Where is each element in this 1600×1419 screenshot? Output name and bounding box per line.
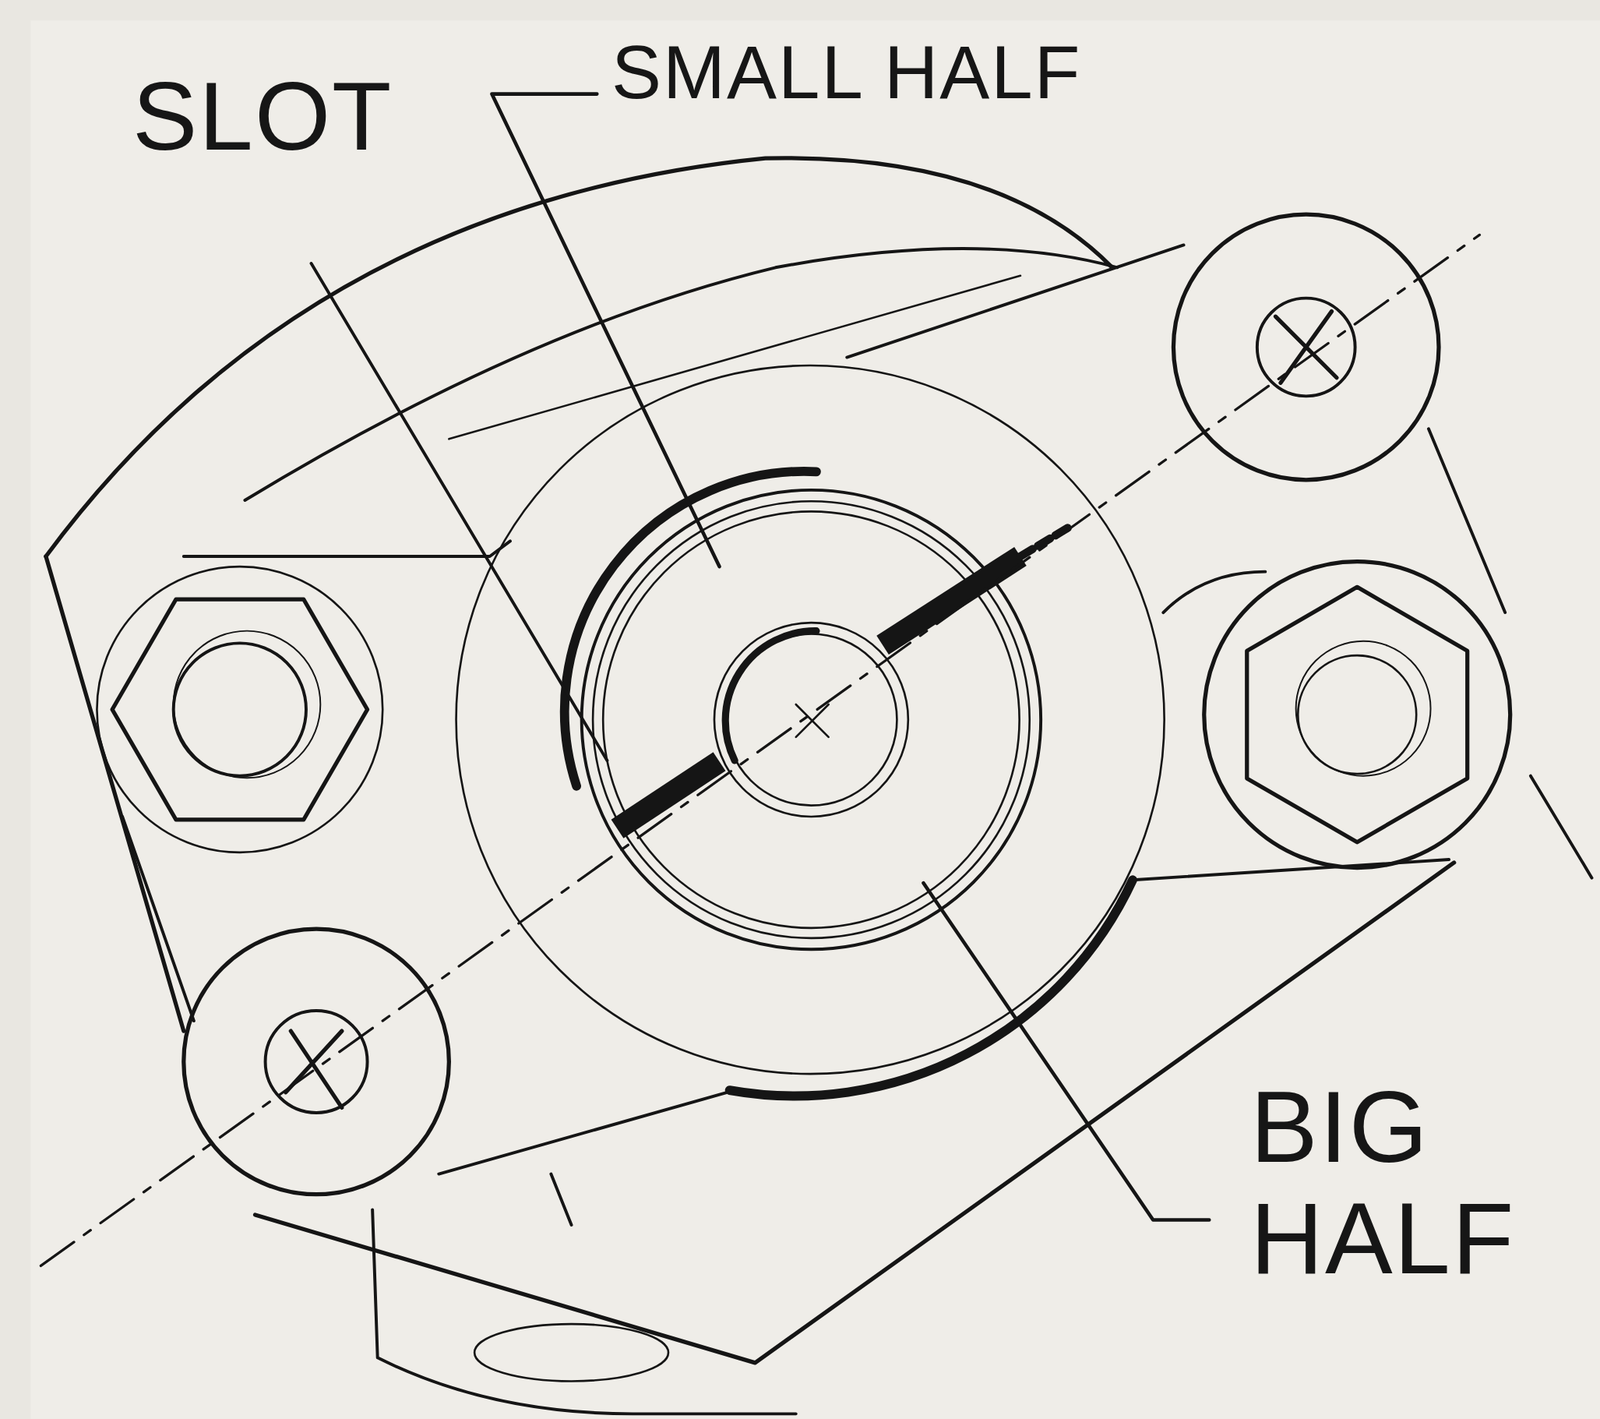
sheet xyxy=(30,20,1600,1419)
leader-line xyxy=(491,94,719,568)
hole-cross xyxy=(1275,311,1337,384)
leader-line xyxy=(923,882,1210,1220)
washer xyxy=(96,566,383,853)
boss-edge xyxy=(550,1173,571,1225)
housing-edge xyxy=(122,816,194,1021)
part-label: SLOT xyxy=(132,62,393,170)
tab-circle xyxy=(183,928,450,1195)
housing-edge xyxy=(1530,775,1593,878)
housing-edge xyxy=(448,275,1021,440)
flange-edge xyxy=(438,1089,735,1174)
hex-nut xyxy=(112,599,367,820)
stud xyxy=(173,630,321,779)
stud xyxy=(173,642,307,776)
housing-edge xyxy=(183,540,511,557)
part-label: SMALL HALF xyxy=(611,31,1082,114)
part-label: BIG HALF xyxy=(1250,1071,1516,1294)
housing-outline xyxy=(45,158,1113,557)
bore-circle xyxy=(602,511,1019,927)
slot xyxy=(1020,525,1072,557)
boss-hole xyxy=(474,1323,669,1381)
hole-circle xyxy=(265,1010,368,1113)
flange-circle xyxy=(456,365,1165,1074)
bore-circle xyxy=(581,489,1041,949)
hole-circle xyxy=(1257,298,1356,397)
hole-cross xyxy=(285,1030,342,1107)
leader-line xyxy=(311,263,608,761)
tab-circle xyxy=(1173,214,1439,480)
bore-circle xyxy=(592,500,1030,938)
hex-nut xyxy=(1247,586,1468,842)
big-half-rim xyxy=(729,879,1133,1096)
slot xyxy=(617,761,720,829)
boss-outline xyxy=(372,1208,797,1414)
hub-rim xyxy=(725,630,817,761)
washer xyxy=(1204,561,1511,868)
stud xyxy=(1296,641,1431,776)
hub-circle xyxy=(714,622,909,817)
tab-edge xyxy=(846,244,1184,357)
slot xyxy=(882,556,1021,645)
